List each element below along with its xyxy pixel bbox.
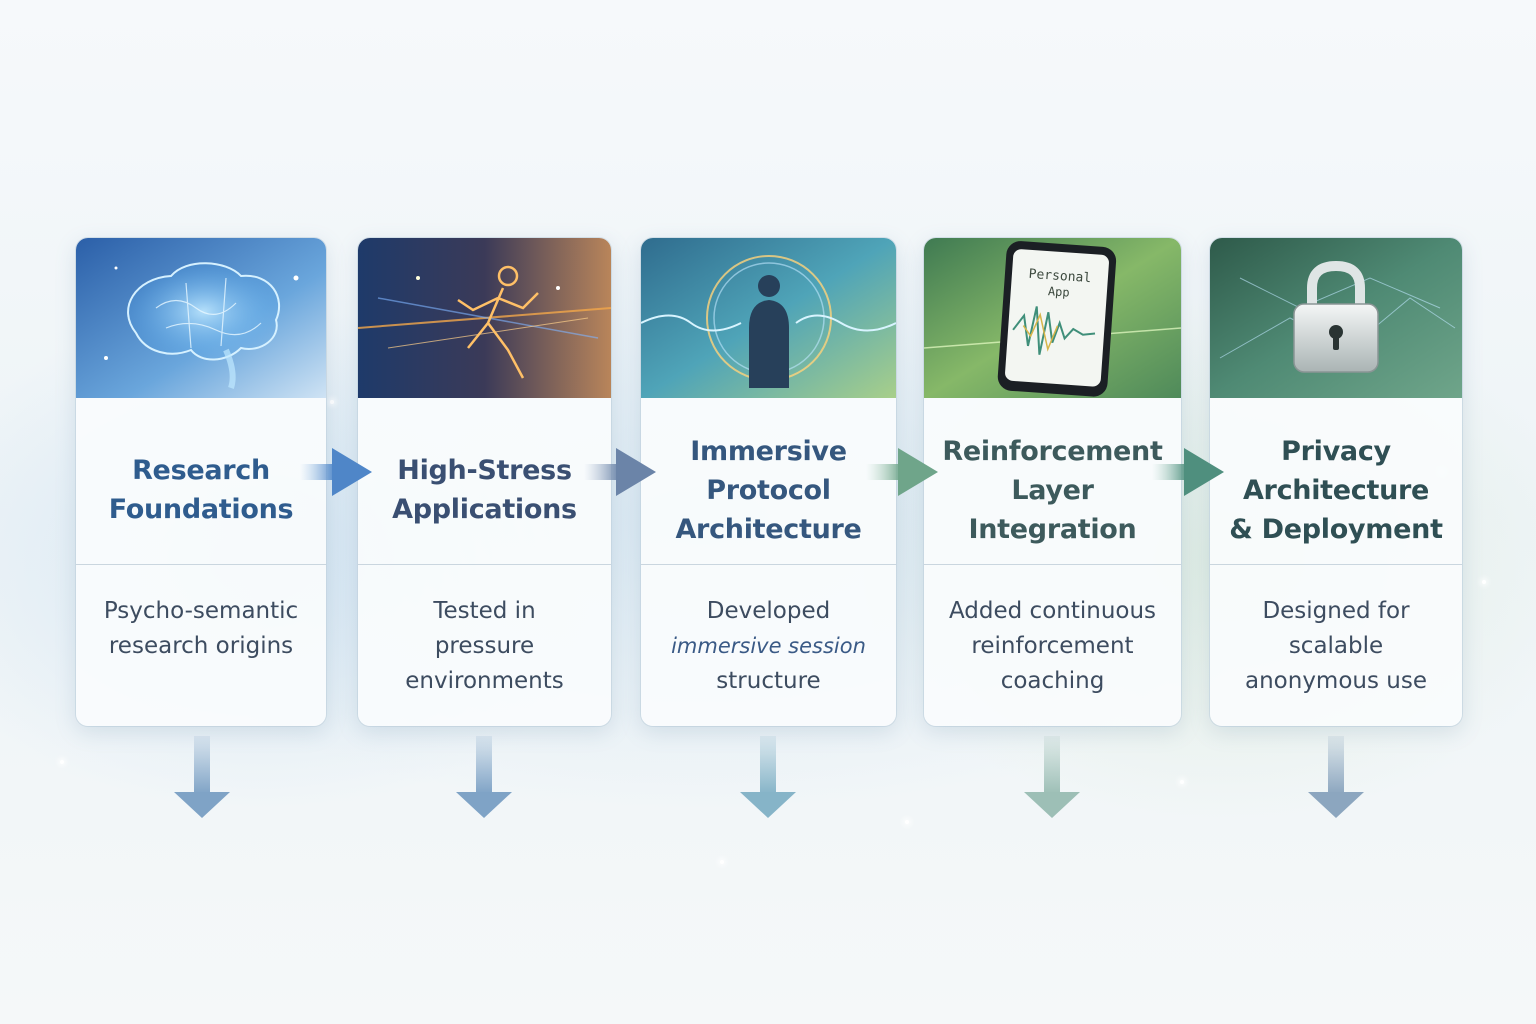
phone-app-icon: Personal App bbox=[924, 238, 1181, 398]
stage-title: Research Foundations bbox=[108, 455, 294, 525]
right-arrow-icon bbox=[1152, 448, 1224, 496]
stage-title: Immersive Protocol Architecture bbox=[675, 435, 862, 545]
runner-icon bbox=[358, 238, 611, 398]
divider bbox=[358, 564, 611, 565]
down-arrow-icon bbox=[1024, 736, 1080, 818]
right-arrow-icon bbox=[300, 448, 372, 496]
stage-card-research-foundations: Research Foundations Psycho-semantic res… bbox=[76, 238, 326, 726]
stage-title: High-Stress Applications bbox=[392, 455, 577, 525]
padlock-icon bbox=[1210, 238, 1462, 398]
right-arrow-icon bbox=[866, 448, 938, 496]
stage-description: Psycho-semantic research origins bbox=[103, 598, 299, 659]
divider bbox=[641, 564, 896, 565]
stage-title: Reinforcement Layer Integration bbox=[942, 435, 1163, 545]
down-arrow-icon bbox=[456, 736, 512, 818]
stage-description: Tested in pressure environments bbox=[405, 598, 564, 694]
stage-title: Privacy Architecture & Deployment bbox=[1229, 435, 1443, 545]
divider bbox=[76, 564, 326, 565]
stage-description: Added continuous reinforcement coaching bbox=[948, 598, 1157, 694]
meditating-figure-icon bbox=[641, 238, 896, 398]
stage-card-high-stress-applications: High-Stress Applications Tested in press… bbox=[358, 238, 611, 726]
phone-screen-title: Personal bbox=[1028, 267, 1092, 286]
right-arrow-icon bbox=[584, 448, 656, 496]
divider bbox=[1210, 564, 1462, 565]
stage-description: Developed immersive session structure bbox=[671, 598, 866, 694]
stage-description: Designed for scalable anonymous use bbox=[1245, 598, 1427, 694]
down-arrow-icon bbox=[1308, 736, 1364, 818]
stage-card-reinforcement-layer-integration: Personal App Reinforcement Layer Integra… bbox=[924, 238, 1181, 726]
down-arrow-icon bbox=[174, 736, 230, 818]
stage-card-privacy-architecture-deployment: Privacy Architecture & Deployment Design… bbox=[1210, 238, 1462, 726]
down-arrow-icon bbox=[740, 736, 796, 818]
brain-icon bbox=[76, 238, 326, 398]
divider bbox=[924, 564, 1181, 565]
phone-screen-subtitle: App bbox=[1048, 284, 1071, 299]
stage-card-immersive-protocol-architecture: Immersive Protocol Architecture Develope… bbox=[641, 238, 896, 726]
